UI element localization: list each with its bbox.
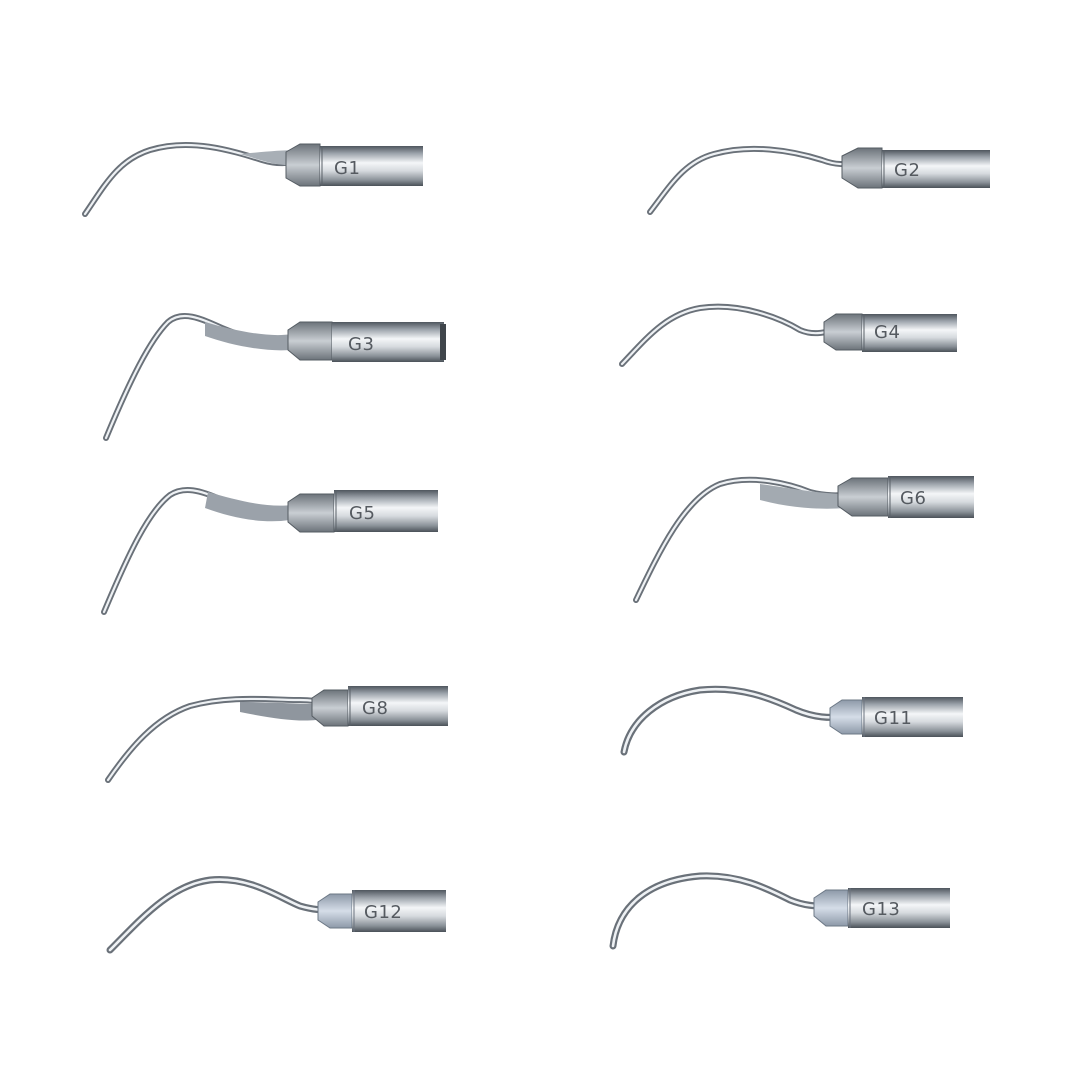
tip-label: G5	[349, 503, 375, 524]
scaler-tip-g2: G2	[647, 145, 990, 215]
tip-label: G13	[862, 899, 900, 920]
scaler-tip-g1: G1	[82, 142, 423, 217]
tip-label: G12	[364, 902, 402, 923]
tip-label: G3	[348, 334, 374, 355]
scaler-tip-g6: G6	[633, 476, 974, 603]
scaler-tip-g13: G13	[609, 872, 950, 950]
tip-label: G6	[900, 488, 926, 509]
scaler-tip-g12: G12	[106, 876, 446, 954]
scaler-tip-g3: G3	[103, 312, 446, 441]
tip-label: G4	[874, 322, 900, 343]
tip-label: G11	[874, 708, 912, 729]
scaler-tip-g11: G11	[620, 685, 963, 756]
scaler-tip-g8: G8	[105, 686, 448, 783]
tip-label: G8	[362, 698, 388, 719]
tip-label: G2	[894, 160, 920, 181]
scaler-tip-g4: G4	[619, 303, 957, 367]
tip-label: G1	[334, 158, 360, 179]
scaler-tip-g5: G5	[101, 486, 438, 615]
